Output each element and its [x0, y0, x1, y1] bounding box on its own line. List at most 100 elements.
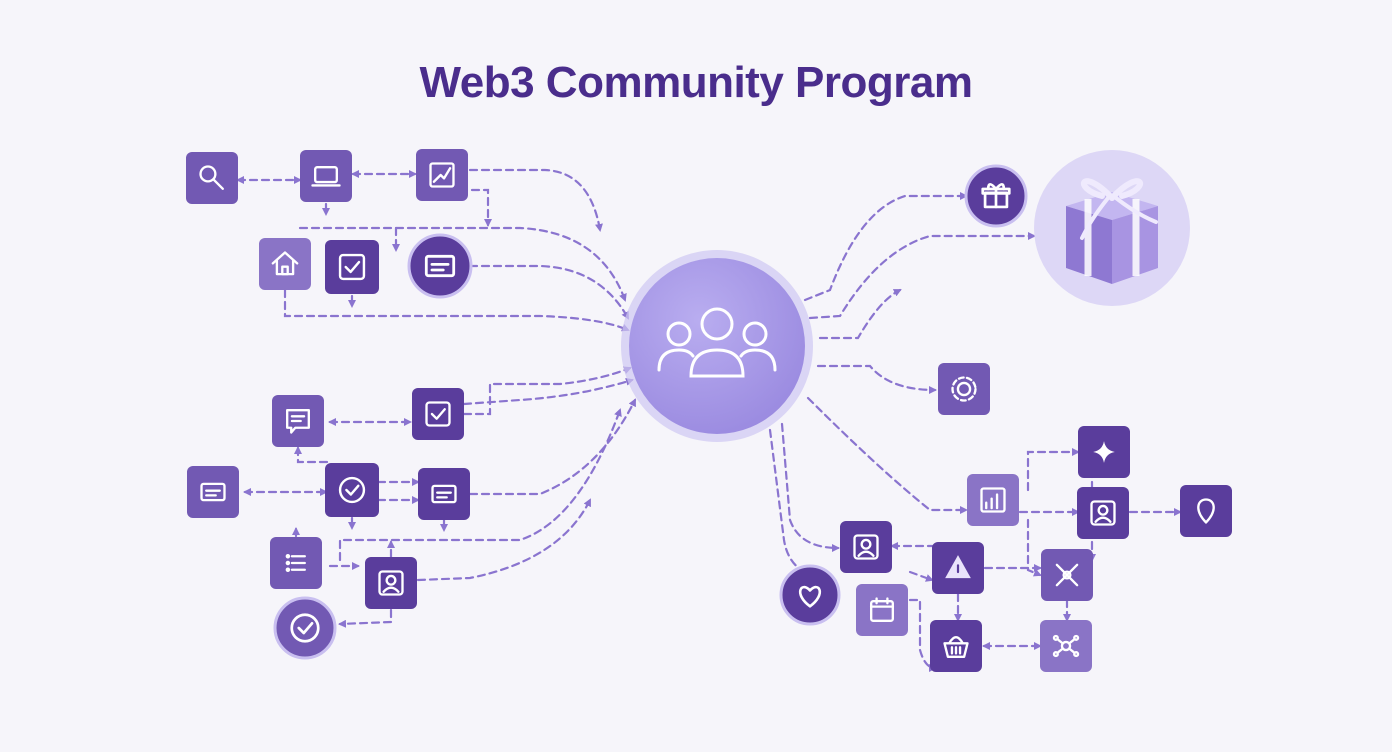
node-task-list: [270, 537, 322, 589]
node-settings: [938, 363, 990, 415]
node-badge-check: [325, 463, 379, 517]
node-chat-notes: [272, 395, 324, 447]
search-tile: [186, 152, 238, 204]
code-check-icon: [338, 253, 366, 281]
people-group-icon: [657, 307, 777, 378]
chat-notes-icon: [286, 409, 310, 434]
diagram-title: Web3 Community Program: [419, 58, 973, 107]
id-card-icon: [200, 482, 226, 502]
node-member-profile: [365, 557, 417, 609]
node-layer: [186, 149, 1232, 672]
edit-check-icon: [425, 401, 451, 427]
connector-arrow: [462, 366, 632, 416]
connector-arrow: [816, 364, 937, 394]
node-alert: [932, 542, 984, 594]
approved-badge: [273, 596, 337, 660]
node-gift-small: [964, 164, 1028, 228]
location-pin-icon: [1197, 498, 1215, 524]
check-circle-icon: [290, 613, 320, 643]
node-approved: [273, 596, 337, 660]
network-icon: [1052, 634, 1080, 658]
document-card-icon: [424, 254, 456, 278]
user-icon: [1090, 500, 1116, 526]
home-icon: [271, 251, 299, 276]
growth-chart-icon: [429, 162, 455, 188]
connector-arrow: [1026, 518, 1042, 577]
connector-arrow: [416, 498, 592, 582]
connector-arrow: [294, 446, 332, 464]
node-verify-code: [325, 240, 379, 294]
connector-arrow: [468, 168, 603, 232]
heart-icon: [799, 585, 821, 608]
connector-arrow: [468, 264, 630, 320]
gear-icon: [951, 376, 977, 402]
node-favorite: [779, 564, 841, 626]
connector-arrow: [780, 422, 840, 552]
member-profile-tile: [365, 557, 417, 609]
connector-arrow: [468, 398, 637, 496]
connector-arrow: [806, 396, 968, 514]
connector-arrow: [338, 408, 622, 562]
node-ledger: [418, 468, 470, 520]
basket-tile: [930, 620, 982, 672]
id-card-tile: [187, 466, 239, 518]
node-growth-chart: [416, 149, 468, 201]
node-tools: [1041, 549, 1093, 601]
gift-box-icon: [1066, 178, 1158, 284]
task-list-icon: [285, 553, 306, 573]
settings-tile: [938, 363, 990, 415]
tools-icon: [1055, 563, 1079, 587]
connector-arrow: [298, 226, 627, 302]
badge-check-icon: [338, 476, 366, 504]
edit-task-tile: [412, 388, 464, 440]
ledger-tile: [418, 468, 470, 520]
node-analytics: [967, 474, 1019, 526]
node-network: [1040, 620, 1092, 672]
node-edit-task: [412, 388, 464, 440]
connector-arrow: [768, 428, 837, 584]
basket-icon: [943, 636, 969, 658]
connector-arrow: [908, 570, 934, 582]
node-calendar: [856, 584, 908, 636]
search-icon: [199, 165, 224, 190]
user-icon: [378, 570, 404, 596]
node-home: [259, 238, 311, 290]
connector-arrow: [283, 288, 630, 332]
node-ambassador: [840, 521, 892, 573]
node-sparkle: [1078, 426, 1130, 478]
node-location: [1180, 485, 1232, 537]
calendar-icon: [870, 597, 894, 622]
node-laptop: [300, 150, 352, 202]
sparkle-icon: [1093, 441, 1115, 463]
community-hub: [621, 250, 813, 442]
location-tile: [1180, 485, 1232, 537]
connector-arrow: [808, 232, 1036, 320]
laptop-tile: [300, 150, 352, 202]
ledger-icon: [431, 484, 457, 504]
laptop-icon: [311, 166, 341, 187]
favorite-badge: [779, 564, 841, 626]
connector-arrow: [818, 288, 902, 340]
home-tile: [259, 238, 311, 290]
connector-arrow: [908, 598, 937, 672]
ambassador-tile: [840, 521, 892, 573]
bar-chart-icon: [980, 487, 1006, 513]
contributor-tile: [1077, 487, 1129, 539]
warning-icon: [945, 555, 971, 579]
reward-gift: [1034, 150, 1190, 306]
node-id-card: [187, 466, 239, 518]
analytics-tile: [967, 474, 1019, 526]
connector-arrow: [458, 188, 492, 227]
verify-code-tile: [325, 240, 379, 294]
badge-check-tile: [325, 463, 379, 517]
node-contributor: [1077, 487, 1129, 539]
node-document-card: [407, 233, 473, 299]
gift-icon: [981, 182, 1011, 209]
connector-arrow: [803, 192, 968, 302]
node-search: [186, 152, 238, 204]
calendar-tile: [856, 584, 908, 636]
node-basket: [930, 620, 982, 672]
document-card-badge: [407, 233, 473, 299]
